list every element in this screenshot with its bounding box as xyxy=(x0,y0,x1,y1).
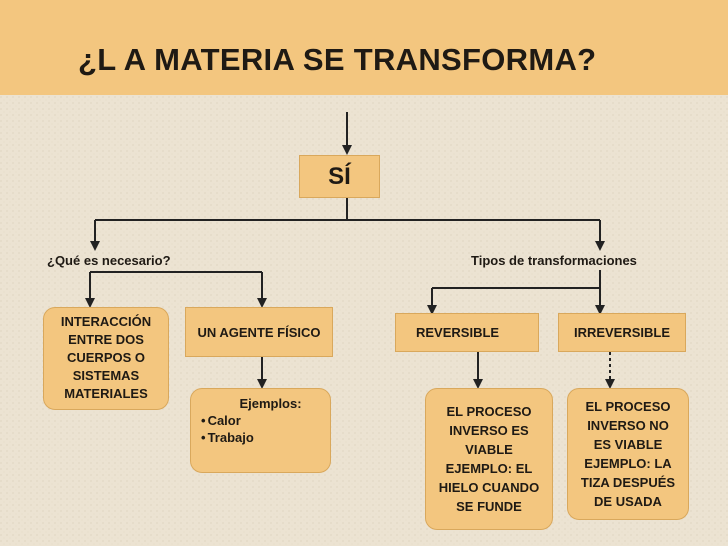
title-bar xyxy=(0,0,728,95)
right-branch-label: Tipos de transformaciones xyxy=(471,253,637,268)
ejemplo-item-calor: Calor xyxy=(201,412,320,429)
reversible-box: REVERSIBLE xyxy=(395,313,539,352)
ejemplos-box: Ejemplos: Calor Trabajo xyxy=(190,388,331,473)
reversible-description-box: EL PROCESO INVERSO ES VIABLE EJEMPLO: EL… xyxy=(425,388,553,530)
diagram-title: ¿L A MATERIA SE TRANSFORMA? xyxy=(78,42,597,77)
ejemplo-item-trabajo: Trabajo xyxy=(201,429,320,446)
irreversible-description-box: EL PROCESO INVERSO NO ES VIABLE EJEMPLO:… xyxy=(567,388,689,520)
irreversible-box: IRREVERSIBLE xyxy=(558,313,686,352)
left-branch-label: ¿Qué es necesario? xyxy=(47,253,171,268)
interaccion-box: INTERACCIÓN ENTRE DOS CUERPOS O SISTEMAS… xyxy=(43,307,169,410)
ejemplos-title: Ejemplos: xyxy=(239,396,302,411)
agente-fisico-box: UN AGENTE FÍSICO xyxy=(185,307,333,357)
answer-box: SÍ xyxy=(299,155,380,198)
